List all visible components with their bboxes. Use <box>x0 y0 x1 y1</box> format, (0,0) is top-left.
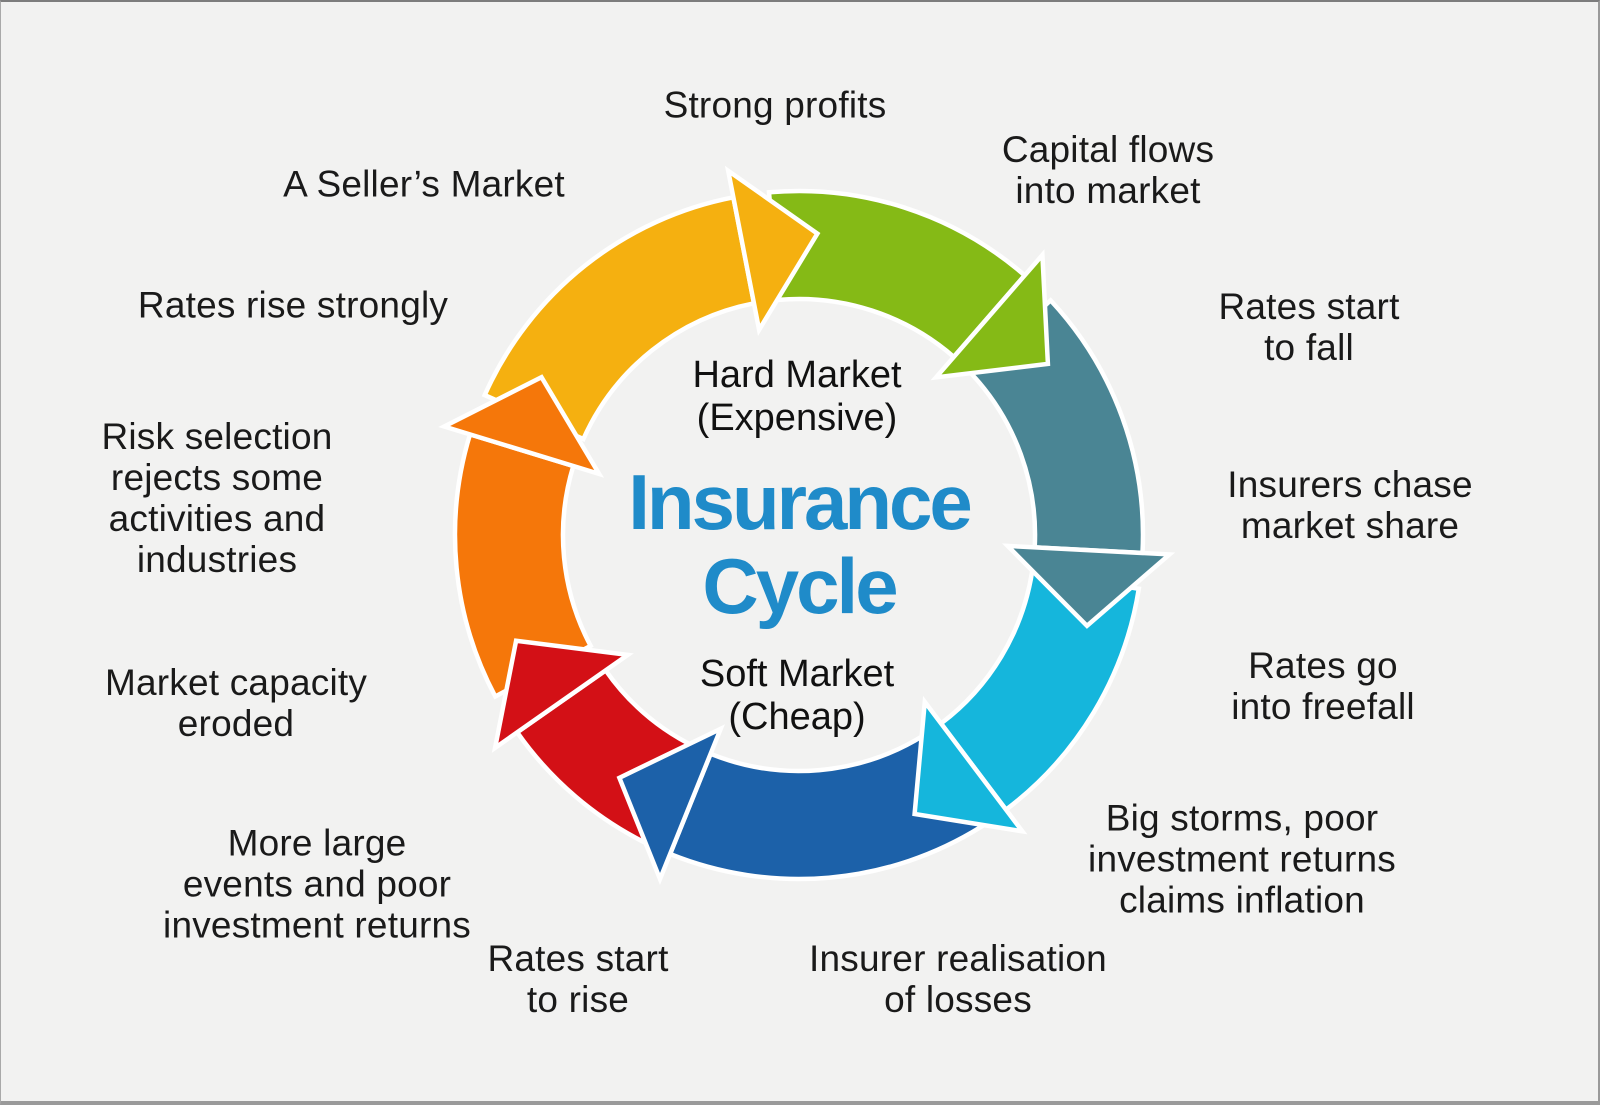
arrow-blue-head <box>616 724 725 886</box>
soft-market-label: Soft Market (Cheap) <box>699 653 895 738</box>
stage-label-rates-start-to-fall: Rates start to fall <box>1218 286 1400 368</box>
stage-label-insurer-realisation: Insurer realisation of losses <box>809 938 1107 1020</box>
arrow-cyan-head <box>912 695 1028 835</box>
diagram-title: Insurance Cycle <box>628 458 972 630</box>
arrow-teal-head <box>1001 543 1176 629</box>
arrow-orange-head <box>438 374 605 478</box>
stage-label-sellers-market: A Seller’s Market <box>283 163 565 205</box>
stage-label-more-large-events: More large events and poor investment re… <box>163 822 471 946</box>
stage-label-strong-profits: Strong profits <box>663 84 887 126</box>
stage-label-rates-rise-strongly: Rates rise strongly <box>137 284 449 326</box>
stage-label-capital-flows: Capital flows into market <box>1001 129 1215 211</box>
hard-market-label: Hard Market (Expensive) <box>692 354 902 439</box>
arrow-yellow-head <box>724 165 821 336</box>
stage-label-rates-go-into-freefall: Rates go into freefall <box>1231 645 1415 727</box>
stage-label-risk-selection: Risk selection rejects some activities a… <box>101 416 333 580</box>
arrow-green-head <box>930 249 1051 381</box>
arrow-red-head <box>491 638 634 753</box>
stage-label-market-capacity-eroded: Market capacity eroded <box>104 662 368 744</box>
stage-label-rates-start-to-rise: Rates start to rise <box>487 938 669 1020</box>
stage-label-big-storms: Big storms, poor investment returns clai… <box>1088 797 1396 921</box>
stage-label-insurers-chase-market-share: Insurers chase market share <box>1227 464 1473 546</box>
